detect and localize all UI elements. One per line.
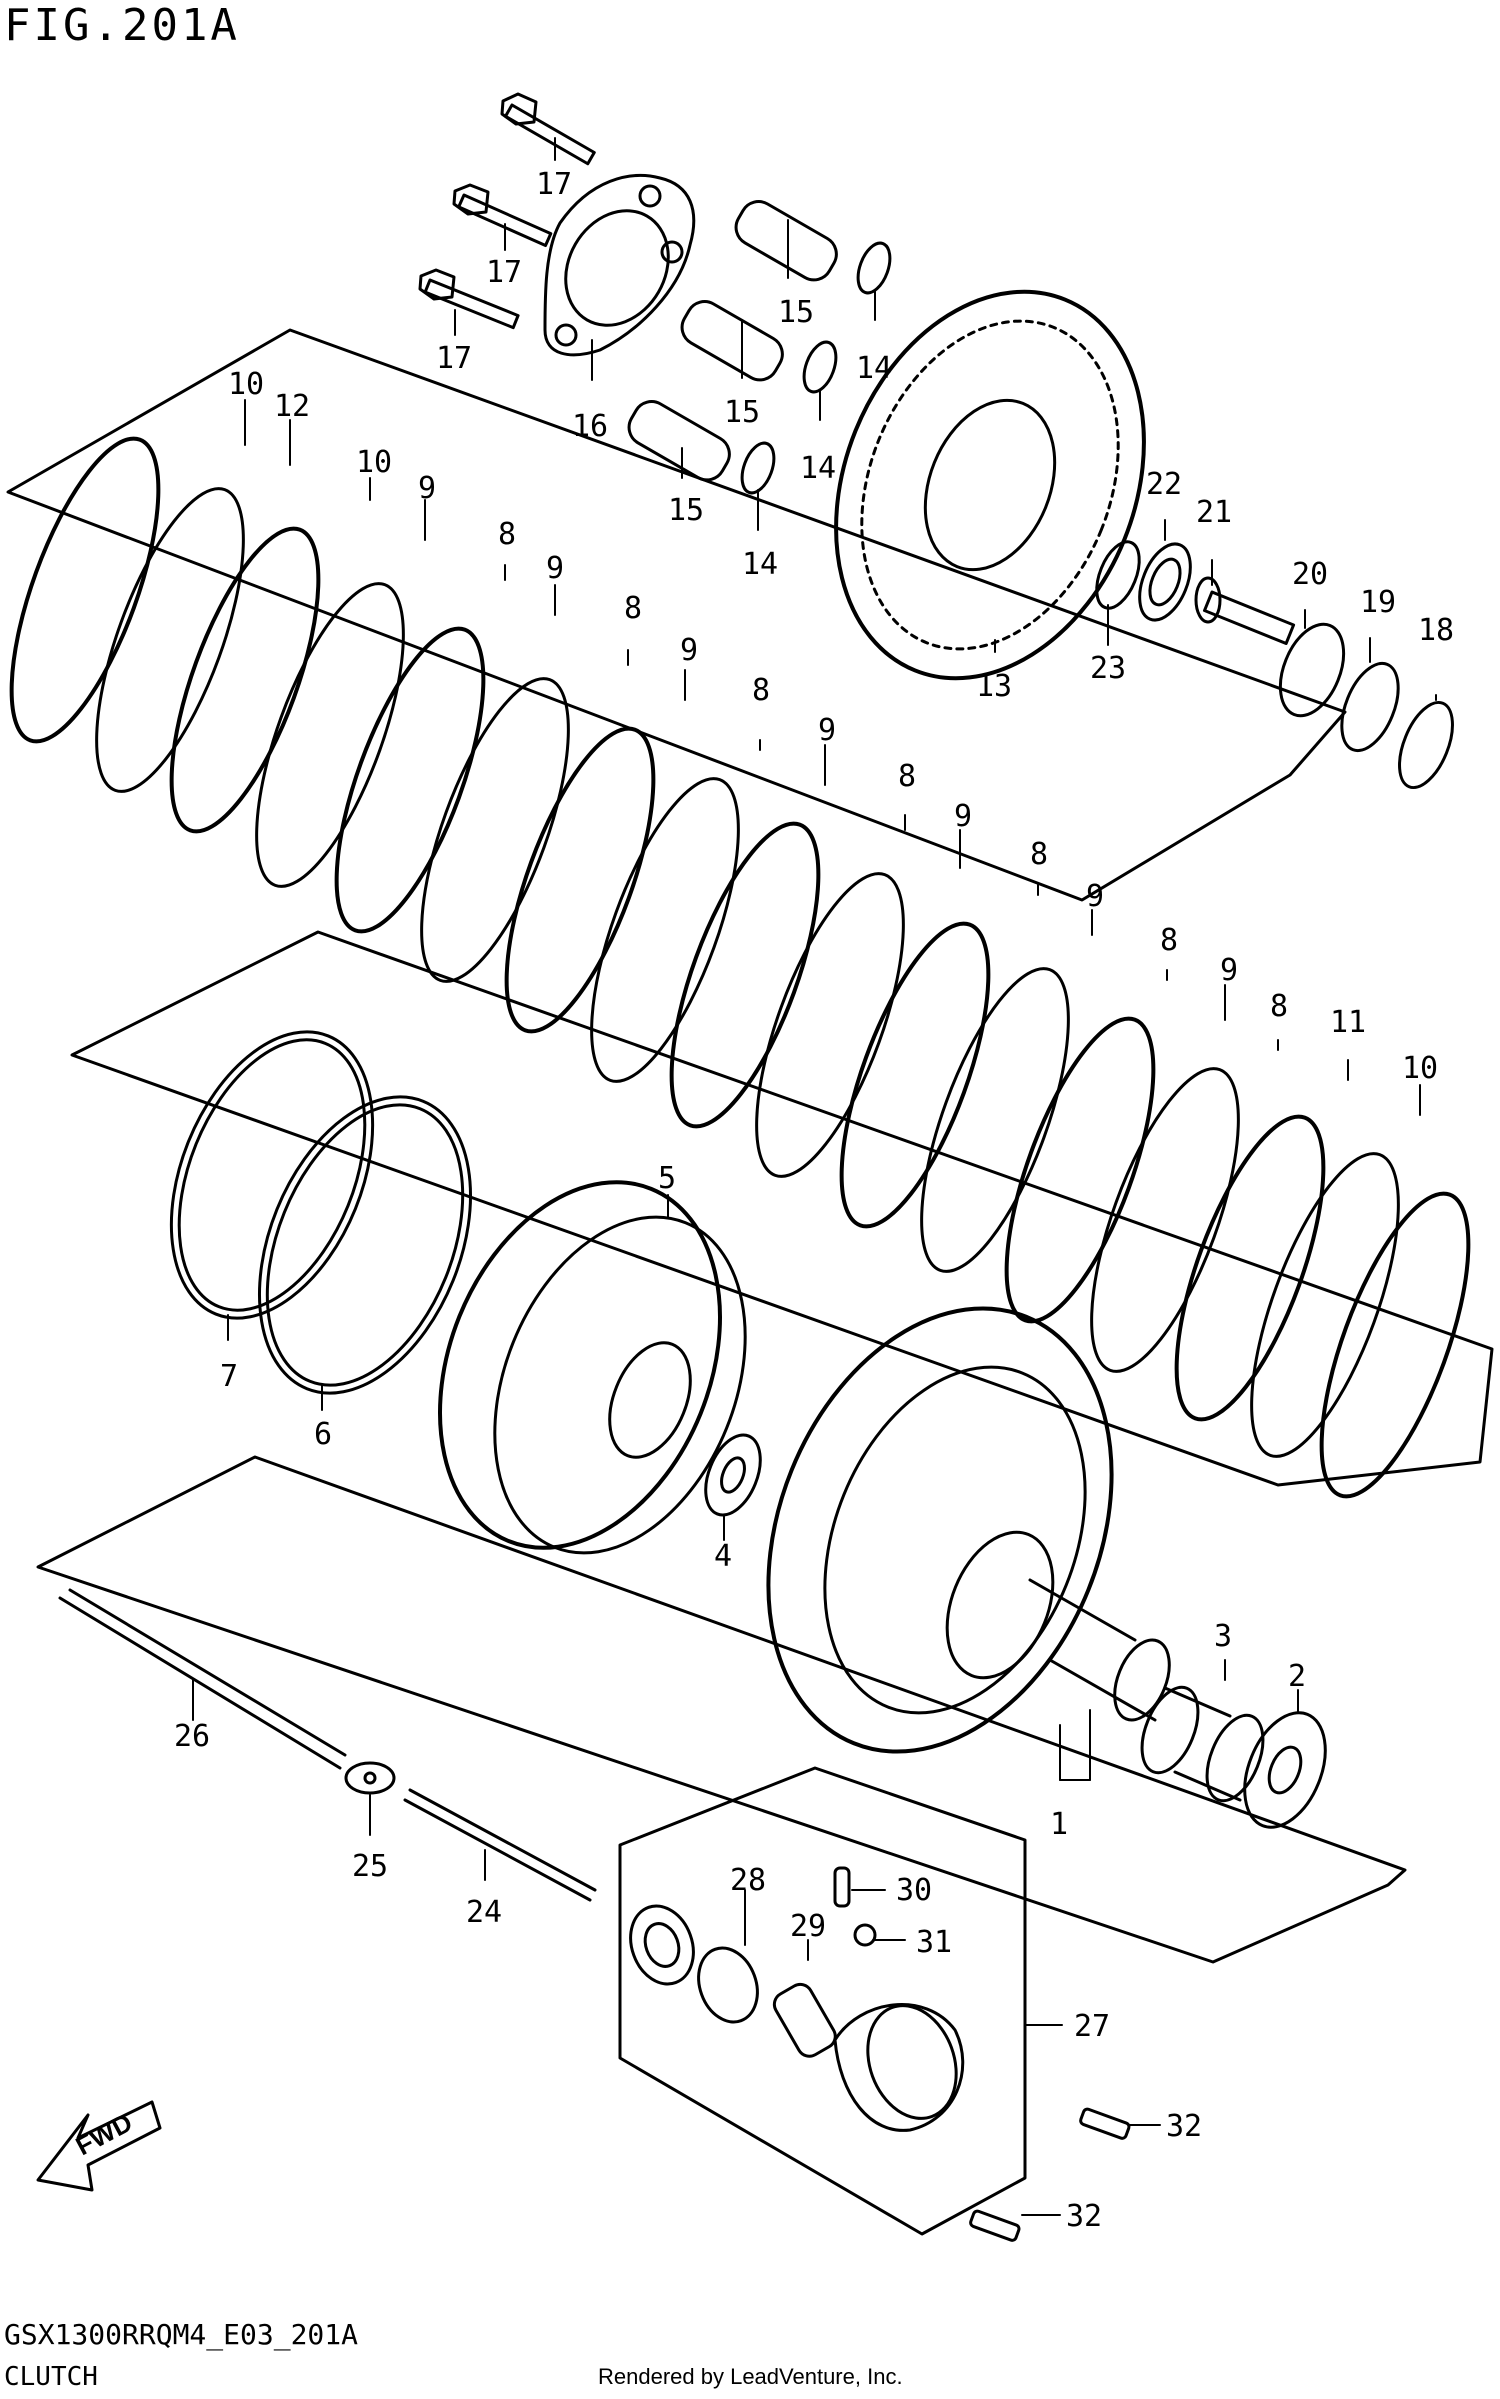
render-credit: Rendered by LeadVenture, Inc. (598, 2364, 903, 2389)
callout-22: 22 (1146, 467, 1182, 502)
callout-9b: 9 (546, 551, 564, 586)
callout-13: 13 (976, 669, 1012, 704)
callout-18: 18 (1418, 613, 1454, 648)
needle-bearing-3 (1140, 1685, 1265, 1803)
callout-23: 23 (1090, 651, 1126, 686)
thrust-washer-2 (1243, 1711, 1327, 1829)
clutch-housing-1 (766, 1306, 1171, 1754)
callout-9a: 9 (418, 471, 436, 506)
clutch-hub-5 (438, 1180, 747, 1555)
bolts-17 (418, 92, 596, 330)
callout-17c: 17 (436, 341, 472, 376)
callout-31: 31 (916, 1925, 952, 1960)
clutch-plate-stack (9, 436, 1471, 1499)
callout-27: 27 (1074, 2009, 1110, 2044)
callout-9e: 9 (954, 799, 972, 834)
callout-8f: 8 (1160, 923, 1178, 958)
callout-15c: 15 (668, 493, 704, 528)
callout-16: 16 (572, 409, 608, 444)
callout-8a: 8 (498, 517, 516, 552)
callout-11: 11 (1330, 1005, 1366, 1040)
figure-title: FIG.201A (4, 0, 240, 51)
callout-10b: 10 (356, 445, 392, 480)
model-code: GSX1300RRQM4_E03_201A (4, 2318, 359, 2351)
housing-group-outline (36, 1455, 1407, 1964)
callout-12: 12 (274, 389, 310, 424)
callout-26: 26 (174, 1719, 210, 1754)
washers-14 (740, 241, 892, 495)
callout-9f: 9 (1086, 879, 1104, 914)
callout-32b: 32 (1066, 2199, 1102, 2234)
push-rods (58, 1588, 597, 1902)
callout-8g: 8 (1270, 989, 1288, 1024)
callout-32a: 32 (1166, 2109, 1202, 2144)
callout-14a: 14 (856, 351, 892, 386)
fwd-arrow-icon: FWD (36, 2100, 162, 2192)
callout-9d: 9 (818, 713, 836, 748)
callout-8b: 8 (624, 591, 642, 626)
callout-25: 25 (352, 1849, 388, 1884)
pressure-plate-group-outline (6, 328, 1347, 902)
slave-cylinder-group-outline (618, 1766, 1027, 2236)
washer-4 (704, 1433, 762, 1517)
wire-rings (169, 1030, 472, 1395)
callout-14b: 14 (800, 451, 836, 486)
section-name: CLUTCH (4, 2362, 98, 2392)
springs-15 (627, 200, 838, 482)
callout-15a: 15 (778, 295, 814, 330)
callout-19: 19 (1360, 585, 1396, 620)
bolts-32 (969, 2107, 1131, 2242)
callout-29: 29 (790, 1909, 826, 1944)
callout-4: 4 (714, 1539, 732, 1574)
callout-9c: 9 (680, 633, 698, 668)
slave-cylinder-27 (629, 1866, 965, 2132)
lifter-plate-16 (543, 174, 696, 357)
callout-10c: 10 (1402, 1051, 1438, 1086)
callout-8d: 8 (898, 759, 916, 794)
callout-5: 5 (658, 1161, 676, 1196)
parts-18-23 (1095, 540, 1454, 790)
callout-10a: 10 (228, 367, 264, 402)
callout-labels: 1 2 3 4 5 6 7 8 8 8 8 8 8 8 9 9 9 9 9 9 … (174, 167, 1454, 2234)
callout-17a: 17 (536, 167, 572, 202)
callout-30: 30 (896, 1873, 932, 1908)
leader-lines (192, 137, 1437, 2216)
pressure-plate-13 (834, 289, 1146, 681)
callout-14c: 14 (742, 547, 778, 582)
callout-20: 20 (1292, 557, 1328, 592)
callout-7: 7 (220, 1359, 238, 1394)
callout-3: 3 (1214, 1619, 1232, 1654)
callout-28: 28 (730, 1863, 766, 1898)
callout-9g: 9 (1220, 953, 1238, 988)
callout-2: 2 (1288, 1659, 1306, 1694)
callout-8e: 8 (1030, 837, 1048, 872)
callout-17b: 17 (486, 255, 522, 290)
callout-1: 1 (1050, 1807, 1068, 1842)
callout-6: 6 (314, 1417, 332, 1452)
callout-15b: 15 (724, 395, 760, 430)
callout-24: 24 (466, 1895, 502, 1930)
plate-stack-group-outline (70, 930, 1494, 1487)
callout-21: 21 (1196, 495, 1232, 530)
callout-8c: 8 (752, 673, 770, 708)
